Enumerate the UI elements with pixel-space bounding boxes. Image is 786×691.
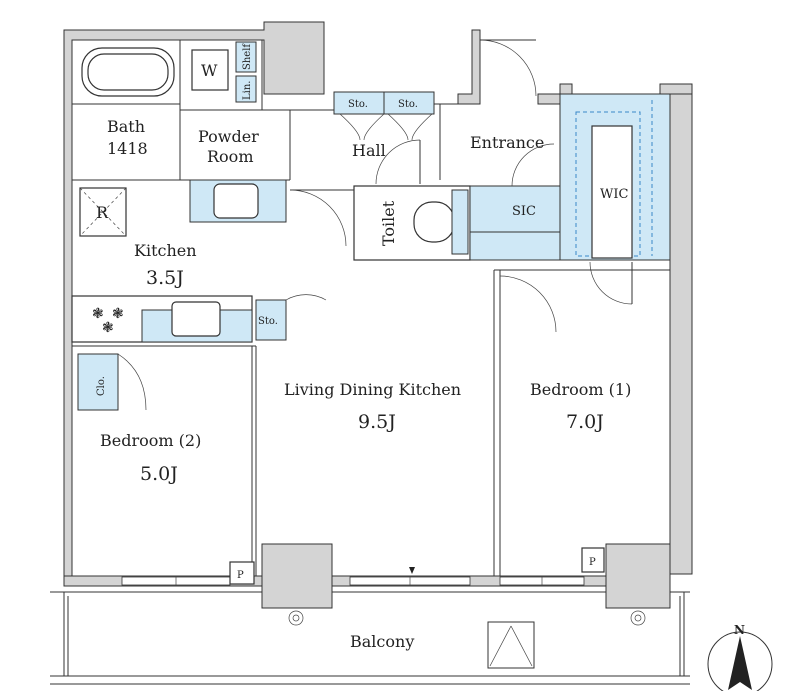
linen — [235, 75, 257, 103]
powder-room-label-1: Powder — [198, 127, 259, 146]
drain-right-icon — [630, 610, 646, 626]
room-labels: Bath 1418 W Shelf Lin. Powder Room Sto. … — [96, 43, 631, 651]
entrance-label: Entrance — [470, 133, 544, 152]
toilet-label: Toilet — [379, 200, 398, 246]
wic-label: WIC — [600, 187, 628, 202]
column-left — [261, 543, 333, 609]
linen-label: Lin. — [242, 81, 253, 100]
bedroom-1-size-label: 7.0J — [566, 411, 604, 433]
entry-marker-icon — [409, 567, 415, 574]
svg-text:❃: ❃ — [112, 306, 124, 322]
sic-label: SIC — [512, 204, 536, 219]
ldk-size-label: 9.5J — [358, 411, 396, 433]
ldk-label: Living Dining Kitchen — [284, 380, 461, 399]
storage-1-label: Sto. — [348, 99, 368, 110]
washer — [191, 49, 229, 91]
balcony-label: Balcony — [350, 632, 414, 651]
closet-label: Clo. — [96, 376, 107, 396]
kitchen-size-label: 3.5J — [146, 267, 184, 289]
interior-walls: ❃ ❃ ❃ — [71, 39, 671, 585]
stove-icon: ❃ ❃ ❃ — [92, 306, 124, 336]
shelf — [235, 41, 257, 73]
kitchen-storage — [255, 299, 287, 341]
bedroom-2-size-label: 5.0J — [140, 463, 178, 485]
balcony-area — [50, 591, 690, 685]
kitchen-storage-label: Sto. — [258, 316, 278, 327]
bedroom-1-label: Bedroom (1) — [530, 380, 631, 399]
balcony-hatch — [487, 621, 535, 669]
hall-label: Hall — [352, 141, 386, 160]
shelf-label: Shelf — [242, 43, 253, 70]
bedroom-2-label: Bedroom (2) — [100, 431, 201, 450]
north-label: N — [734, 623, 745, 637]
fridge-label: R — [96, 203, 109, 222]
sink — [171, 301, 221, 337]
bath-label: Bath — [107, 117, 145, 136]
north-arrow-icon: N — [707, 623, 773, 691]
closet — [77, 353, 119, 411]
windows — [121, 567, 585, 586]
drain-left-icon — [288, 610, 304, 626]
svg-text:❃: ❃ — [102, 320, 114, 336]
washer-label: W — [201, 61, 218, 80]
column-right — [605, 543, 671, 609]
storage-2-label: Sto. — [398, 99, 418, 110]
pipe-2-label: P — [589, 557, 596, 568]
pipe-space-1 — [229, 561, 255, 585]
bath-size-label: 1418 — [107, 139, 148, 158]
pipe-1-label: P — [237, 570, 244, 581]
svg-text:❃: ❃ — [92, 306, 104, 322]
pipe-space-2 — [581, 547, 605, 573]
powder-room-label-2: Room — [207, 147, 253, 166]
kitchen-label: Kitchen — [134, 241, 197, 260]
